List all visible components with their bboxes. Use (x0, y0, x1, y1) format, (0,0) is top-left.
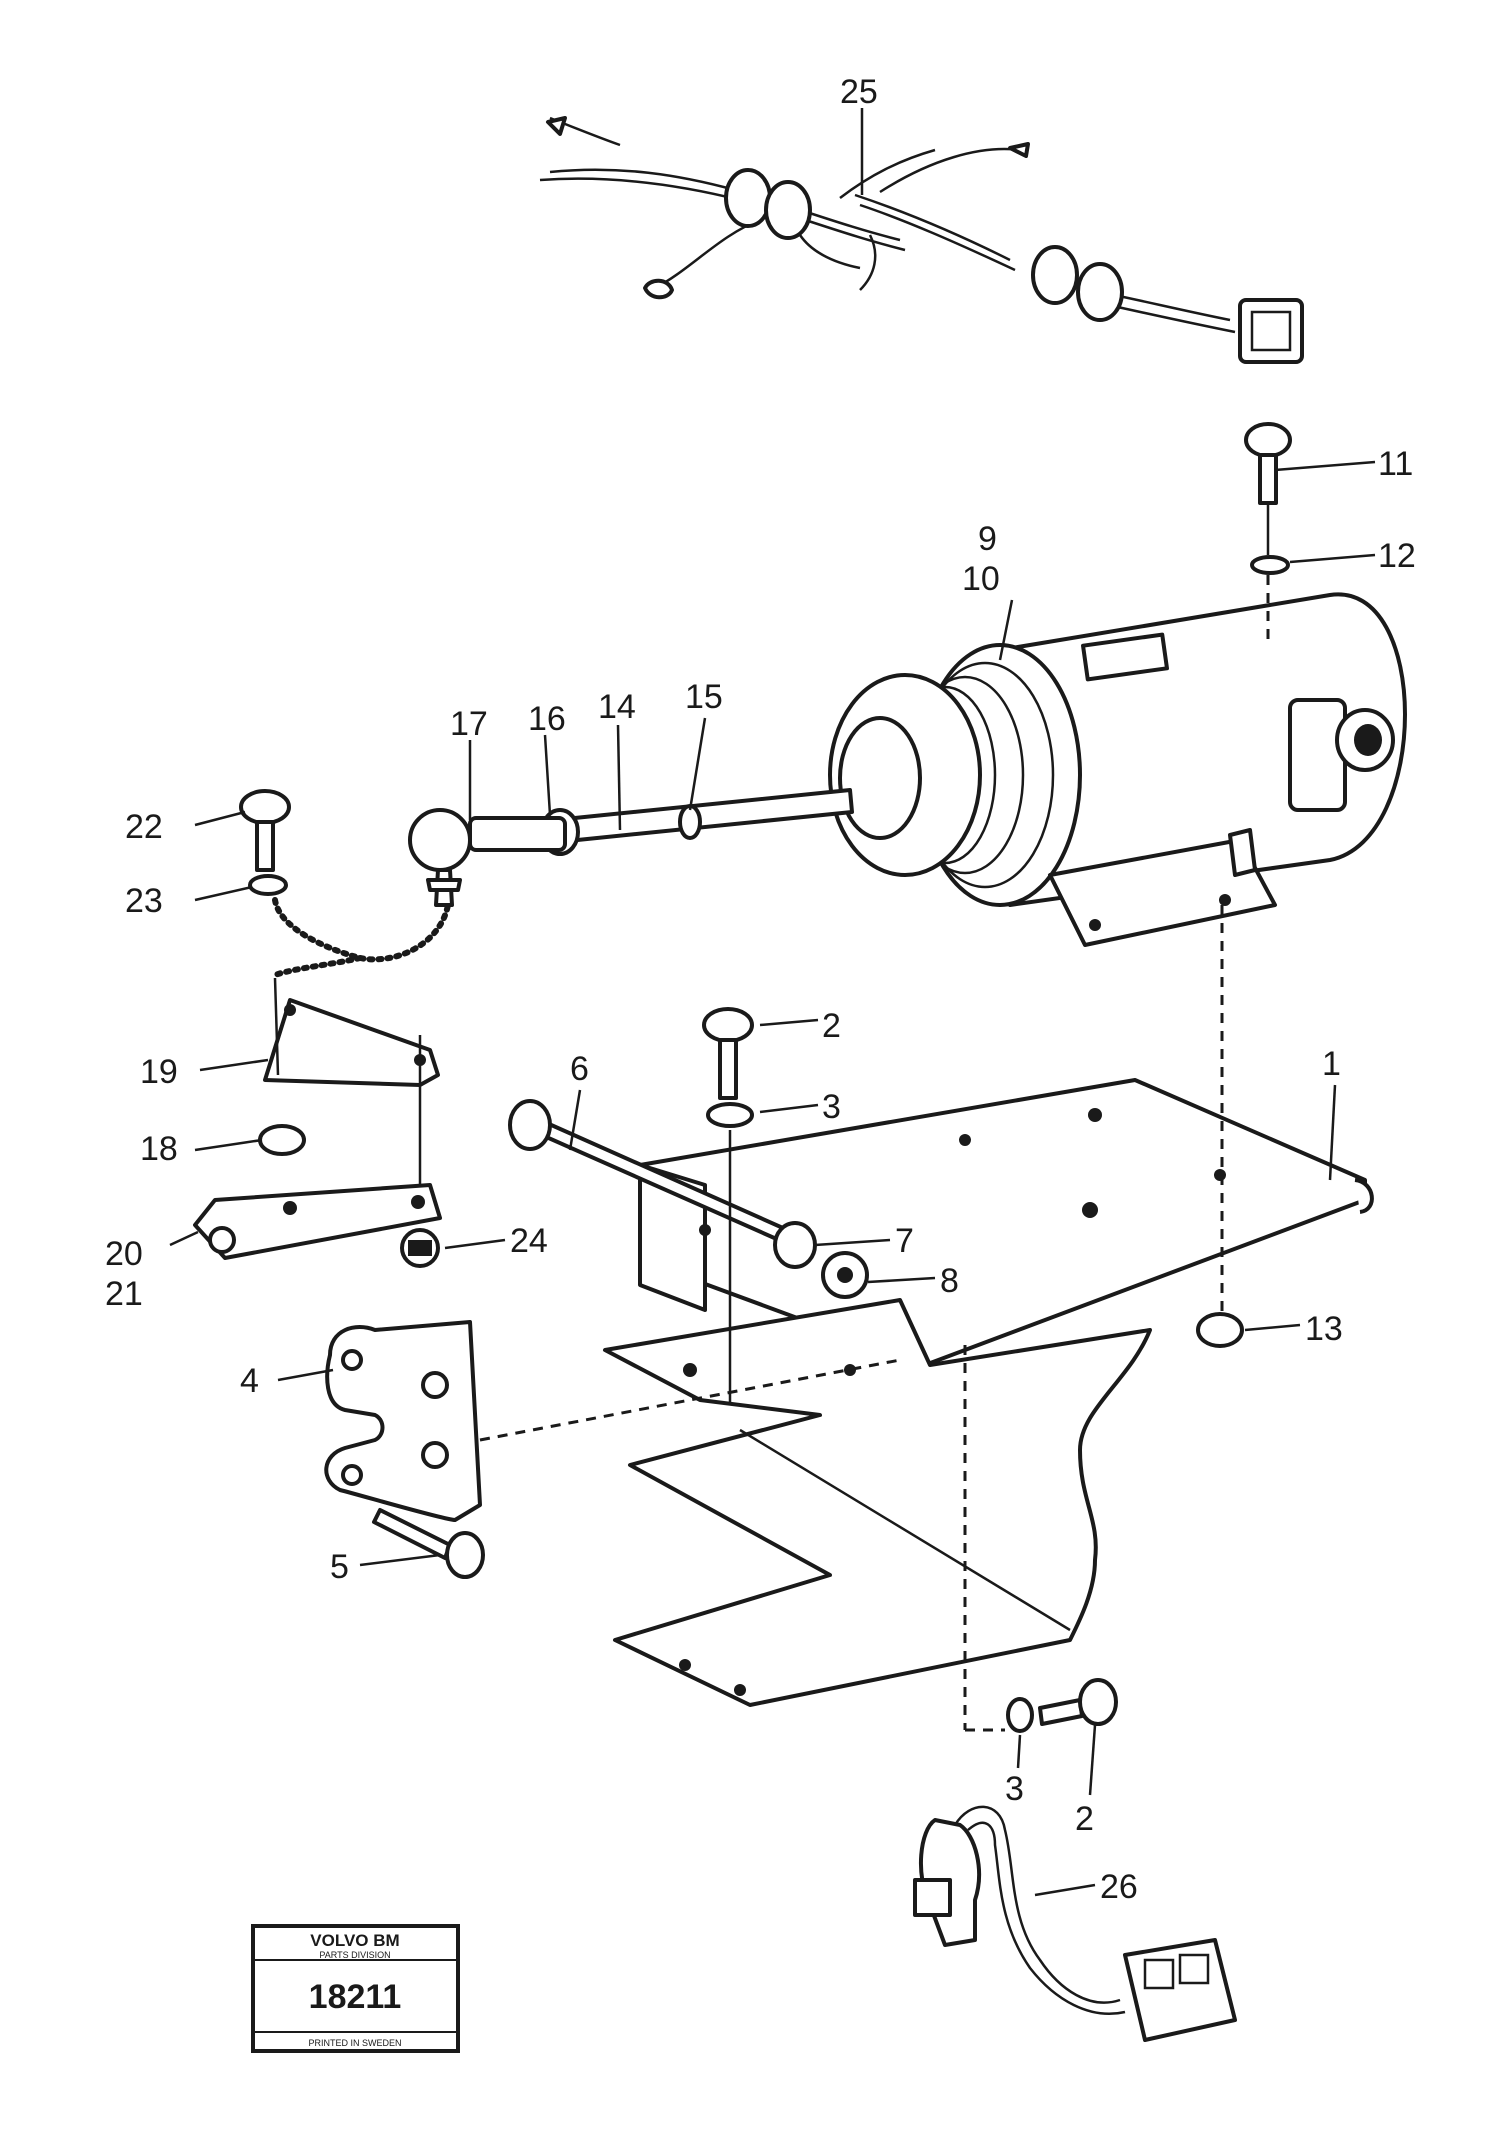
callout-12: 12 (1378, 537, 1416, 575)
callout-21: 21 (105, 1275, 143, 1313)
bolt-2-upper (702, 1007, 754, 1405)
linkage-cable (272, 897, 451, 963)
z-bracket (603, 1298, 1152, 1707)
callout-24: 24 (510, 1222, 548, 1260)
bolt-2-lower (1006, 1678, 1118, 1733)
callout-3-lower: 3 (1005, 1770, 1024, 1808)
callouts: 25 11 12 9 10 17 16 14 15 22 23 2 3 6 1 … (105, 73, 1416, 1906)
nut-13 (1196, 1312, 1244, 1348)
callout-5: 5 (330, 1548, 349, 1586)
solenoid (828, 592, 1407, 947)
callout-3-upper: 3 (822, 1088, 841, 1126)
callout-1: 1 (1322, 1045, 1341, 1083)
bolt-22 (239, 789, 291, 896)
volvo-bm-stamp: VOLVO BM PARTS DIVISION 18211 PRINTED IN… (251, 1924, 460, 2053)
bolt-5 (372, 1508, 485, 1579)
lever-20-21 (193, 1183, 442, 1268)
plunger-rod (408, 788, 854, 907)
callout-2-upper: 2 (822, 1007, 841, 1045)
assembly-lines (479, 575, 1270, 1732)
callout-23: 23 (125, 882, 163, 920)
callout-25: 25 (840, 73, 878, 111)
bracket-4 (324, 1320, 482, 1522)
lever-19 (258, 977, 440, 1195)
callout-9: 9 (978, 520, 997, 558)
callout-20: 20 (105, 1235, 143, 1273)
bolt-11 (1244, 422, 1292, 575)
sensor-26 (913, 1805, 1237, 2042)
stamp-subtitle: PARTS DIVISION (319, 1950, 390, 1960)
callout-4: 4 (240, 1362, 259, 1400)
leader-lines (169, 108, 1376, 1897)
callout-26: 26 (1100, 1868, 1138, 1906)
callout-19: 19 (140, 1053, 178, 1091)
callout-13: 13 (1305, 1310, 1343, 1348)
callout-15: 15 (685, 678, 723, 716)
callout-8: 8 (940, 1262, 959, 1300)
callout-11: 11 (1378, 445, 1413, 483)
stamp-brand: VOLVO BM (310, 1931, 399, 1950)
callout-18: 18 (140, 1130, 178, 1168)
callout-16: 16 (528, 700, 566, 738)
stamp-number: 18211 (309, 1978, 402, 2016)
callout-17: 17 (450, 705, 488, 743)
bolt-6 (508, 1099, 869, 1299)
callout-6: 6 (570, 1050, 589, 1088)
wiring-harness (539, 116, 1304, 364)
callout-10: 10 (962, 560, 1000, 598)
callout-7: 7 (895, 1222, 914, 1260)
callout-2-lower: 2 (1075, 1800, 1094, 1838)
callout-14: 14 (598, 688, 636, 726)
stamp-footer: PRINTED IN SWEDEN (308, 2038, 401, 2048)
callout-22: 22 (125, 808, 163, 846)
